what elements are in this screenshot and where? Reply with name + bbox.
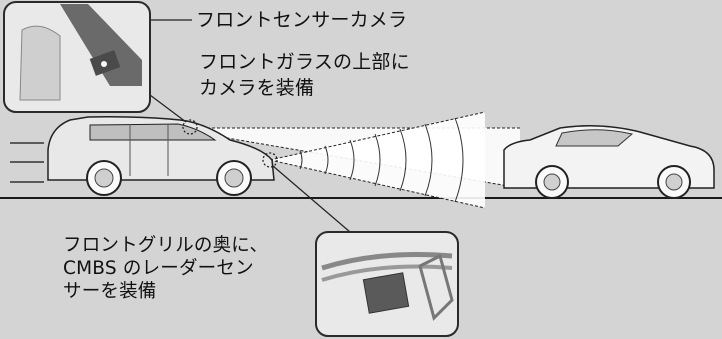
- radar-location-marker: [262, 152, 278, 168]
- radar-inset: [315, 231, 459, 337]
- camera-location-marker: [182, 119, 198, 135]
- front-camera-label: フロントセンサーカメラ: [196, 9, 408, 31]
- host-minivan: [47, 116, 275, 196]
- radar-detection-cone: [269, 111, 486, 209]
- camera-inset: [3, 1, 151, 113]
- camera-mount-label: フロントガラスの上部に カメラを装備: [199, 51, 410, 99]
- motion-lines: [10, 142, 44, 183]
- target-sedan: [503, 125, 715, 199]
- radar-inset-leader: [272, 165, 351, 233]
- camera-inset-leader: [149, 94, 187, 123]
- cmbs-radar-label: フロントグリルの奥に、 CMBS のレーダーセン サーを装備: [63, 235, 269, 302]
